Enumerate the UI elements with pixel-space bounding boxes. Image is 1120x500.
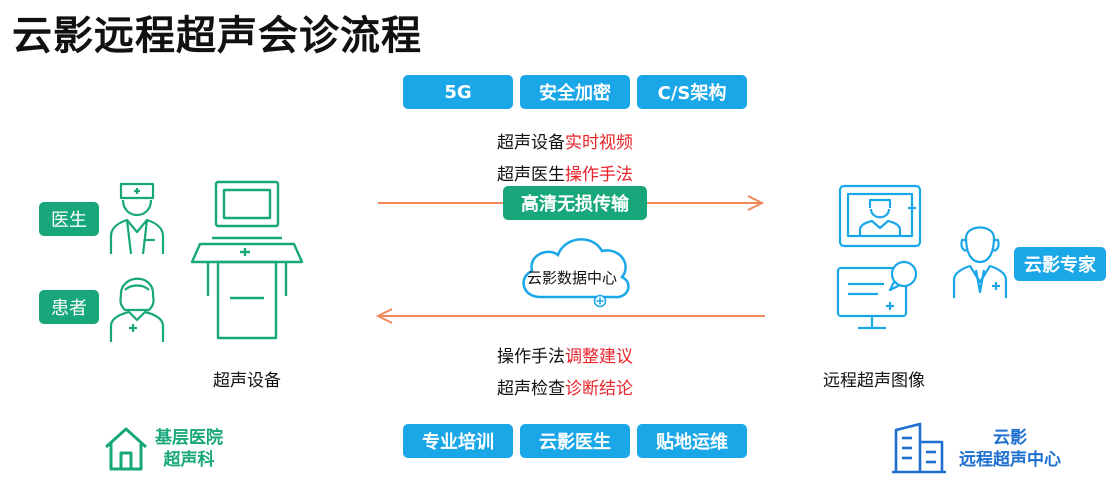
lower-line-1: 操作手法调整建议 bbox=[497, 342, 633, 367]
patient-tag: 患者 bbox=[39, 290, 99, 324]
pill-5g: 5G bbox=[403, 75, 513, 109]
hospital-label-line2: 超声科 bbox=[163, 450, 215, 470]
lower-line-2: 超声检查诊断结论 bbox=[497, 374, 633, 399]
expert-icon bbox=[952, 226, 1008, 298]
image-label: 远程超声图像 bbox=[823, 371, 925, 391]
pill-security: 安全加密 bbox=[520, 75, 630, 109]
upper-line-1: 超声设备实时视频 bbox=[497, 128, 633, 153]
hospital-home-icon bbox=[104, 427, 148, 471]
upstream-arrowhead bbox=[747, 195, 765, 211]
pill-onsite-maintenance: 贴地运维 bbox=[637, 424, 747, 458]
upper-line-2-highlight: 操作手法 bbox=[565, 165, 633, 185]
downstream-arrowhead bbox=[375, 308, 393, 324]
cloud-label: 云影数据中心 bbox=[527, 269, 618, 287]
ultrasound-image-icon bbox=[836, 260, 918, 330]
remote-center-line2: 远程超声中心 bbox=[959, 450, 1061, 470]
lower-line-2-highlight: 诊断结论 bbox=[565, 379, 633, 399]
doctor-icon bbox=[109, 182, 165, 255]
building-icon bbox=[892, 422, 946, 474]
cloud-icon bbox=[522, 238, 630, 308]
pill-cs-architecture: C/S架构 bbox=[637, 75, 747, 109]
page-title: 云影远程超声会诊流程 bbox=[12, 13, 422, 59]
doctor-tag: 医生 bbox=[39, 202, 99, 236]
pill-training: 专业培训 bbox=[403, 424, 513, 458]
device-label: 超声设备 bbox=[213, 371, 281, 391]
lower-line-1-prefix: 操作手法 bbox=[497, 347, 565, 367]
hd-transfer-badge: 高清无损传输 bbox=[503, 186, 647, 220]
video-monitor-icon bbox=[838, 184, 922, 248]
ultrasound-device-icon bbox=[190, 180, 304, 340]
hospital-label-line1: 基层医院 bbox=[155, 428, 223, 448]
hospital-label: 基层医院 超声科 bbox=[150, 427, 228, 471]
upper-line-1-prefix: 超声设备 bbox=[497, 133, 565, 153]
patient-icon bbox=[109, 277, 165, 342]
lower-line-2-prefix: 超声检查 bbox=[497, 379, 565, 399]
upper-line-1-highlight: 实时视频 bbox=[565, 133, 633, 153]
expert-tag: 云影专家 bbox=[1014, 247, 1106, 281]
pill-cloud-doctor: 云影医生 bbox=[520, 424, 630, 458]
upper-line-2: 超声医生操作手法 bbox=[497, 160, 633, 185]
lower-line-1-highlight: 调整建议 bbox=[565, 347, 633, 367]
cloud-plus-icon bbox=[593, 294, 607, 308]
remote-center-label: 云影 远程超声中心 bbox=[950, 427, 1070, 471]
remote-center-line1: 云影 bbox=[993, 428, 1027, 448]
upper-line-2-prefix: 超声医生 bbox=[497, 165, 565, 185]
